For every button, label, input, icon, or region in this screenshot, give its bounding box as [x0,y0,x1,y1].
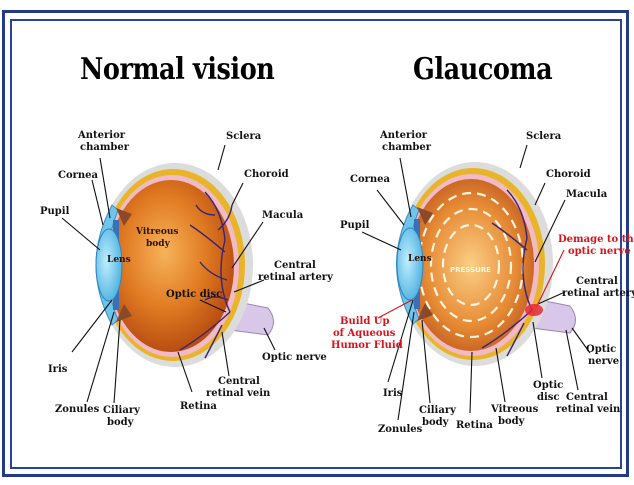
build-up-label: Build Up of Aqueous Humor Fluid [331,316,403,351]
glaucoma-pupil-label: Pupil [340,220,370,231]
glaucoma-anterior-chamber-label: Anterior chamber [379,130,432,153]
damage-optic-nerve-label: Demage to the optic nerve [558,234,634,257]
glaucoma-lens-label: Lens [408,254,432,264]
lens-shape [96,229,122,301]
glaucoma-central-retinal-vein-label: Central retinal vein [556,392,621,415]
glaucoma-central-retinal-artery-label: Central retinal artery [562,276,634,299]
glaucoma-sclera-label: Sclera [526,131,562,142]
retina-label: Retina [180,401,217,412]
normal-eye: Lens Vitreous body Anterior chamber [40,130,334,428]
glaucoma-cornea-label: Cornea [350,174,391,185]
lens-label: Lens [107,255,131,265]
optic-disc-label: Optic disc [166,289,222,300]
optic-nerve-label: Optic nerve [262,352,327,363]
central-retinal-vein-label: Central retinal vein [206,376,271,399]
pressure-label: PRESSURE [450,266,491,274]
pupil-label: Pupil [40,206,70,217]
ciliary-body-label: Ciliary body [103,405,143,428]
zonules-label: Zonules [55,404,100,415]
macula-label: Macula [262,210,304,221]
glaucoma-vitreous-body-label: Vitreous body [490,404,542,427]
glaucoma-eye: Lens PRESSURE Anterior chamber [331,130,634,435]
choroid-label: Choroid [244,169,289,180]
glaucoma-optic-disc-label: Optic disc [533,380,567,403]
sclera-label: Sclera [226,131,262,142]
glaucoma-macula-label: Macula [566,189,608,200]
optic-nerve-damage-spot [525,304,543,316]
central-retinal-artery-label: Central retinal artery [258,260,334,283]
glaucoma-choroid-label: Choroid [546,169,591,180]
glaucoma-lens-shape [397,228,423,300]
anterior-chamber-label: Anterior chamber [77,130,130,153]
glaucoma-ciliary-body-label: Ciliary body [419,405,459,428]
cornea-label: Cornea [58,170,99,181]
glaucoma-optic-nerve-label: Optic nerve [586,344,620,367]
glaucoma-iris-label: Iris [383,388,403,399]
glaucoma-zonules-label: Zonules [378,424,423,435]
iris-label: Iris [48,364,68,375]
glaucoma-retina-label: Retina [456,420,493,431]
